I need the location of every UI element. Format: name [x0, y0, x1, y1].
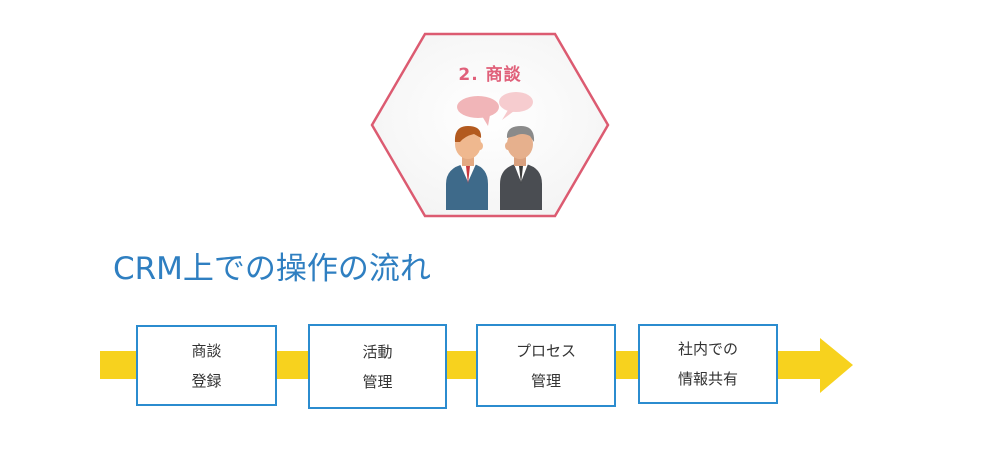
flow-title: CRM上での操作の流れ [113, 251, 431, 287]
step-deal-registration: 商談 登録 [136, 325, 277, 406]
step-internal-sharing: 社内での 情報共有 [638, 324, 778, 404]
businessman-right-icon [500, 126, 542, 210]
step-label-line2: 登録 [191, 371, 222, 390]
meeting-hexagon: 2. 商談 [370, 32, 610, 218]
step-label-line2: 管理 [362, 372, 393, 391]
step-activity-management: 活動 管理 [308, 324, 447, 409]
step-label-line2: 管理 [530, 371, 561, 390]
step-label-line2: 情報共有 [677, 370, 738, 388]
step-label-line1: 活動 [362, 342, 393, 361]
step-process-management: プロセス 管理 [476, 324, 616, 407]
hexagon-title: 2. 商談 [458, 65, 522, 85]
step-label-line1: プロセス [515, 341, 576, 360]
step-label-line1: 社内での [677, 340, 738, 358]
businessman-left-icon [446, 126, 488, 210]
meeting-illustration [370, 32, 610, 218]
speech-bubble-icon [457, 92, 533, 126]
step-label-line1: 商談 [191, 341, 222, 360]
